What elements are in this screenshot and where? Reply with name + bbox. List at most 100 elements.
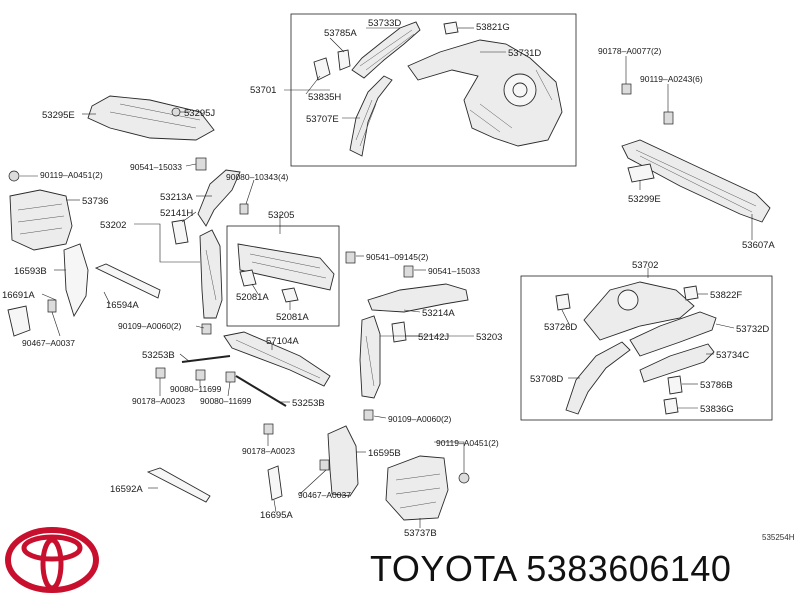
label-53733D: 53733D xyxy=(368,18,401,29)
part-52081A-a xyxy=(239,269,257,287)
label-90080-10343: 90080–10343(4) xyxy=(226,172,289,182)
label-16594A: 16594A xyxy=(106,300,139,311)
label-52142J: 52142J xyxy=(418,332,449,343)
label-53822F: 53822F xyxy=(710,290,742,301)
label-52141H: 52141H xyxy=(160,208,193,219)
part-53733D xyxy=(351,21,421,79)
part-57104A xyxy=(223,331,331,387)
bolt-90119-A0451-left xyxy=(8,170,20,182)
label-90178-A0023-right: 90178–A0023 xyxy=(242,446,295,456)
part-16592A xyxy=(146,467,211,503)
label-90109-A0060-right: 90109–A0060(2) xyxy=(388,414,452,424)
label-90119-A0451-right: 90119–A0451(2) xyxy=(436,438,499,448)
part-53707E xyxy=(349,75,393,157)
label-53253B-b: 53253B xyxy=(292,398,325,409)
part-16593B xyxy=(63,243,89,318)
part-16594A xyxy=(94,263,161,299)
part-53734C xyxy=(639,343,715,383)
label-53253B-a: 53253B xyxy=(142,350,175,361)
label-53702: 53702 xyxy=(632,260,658,271)
part-53786B xyxy=(667,375,683,395)
part-53821G xyxy=(443,21,459,35)
bolt-90178-A0023-right xyxy=(263,423,274,435)
label-53299E: 53299E xyxy=(628,194,661,205)
diagram-ref-code: 535254H xyxy=(762,533,795,542)
part-16595B xyxy=(327,425,359,497)
label-16592A: 16592A xyxy=(110,484,143,495)
label-53213A: 53213A xyxy=(160,192,193,203)
label-90080-11699-b: 90080–11699 xyxy=(200,396,252,406)
label-53835H: 53835H xyxy=(308,92,341,103)
label-53737B: 53737B xyxy=(404,528,437,539)
part-52141H xyxy=(171,219,189,245)
label-53785A: 53785A xyxy=(324,28,357,39)
group-box-53702 xyxy=(520,275,773,421)
brand-part-number: TOYOTA 5383606140 xyxy=(370,548,732,589)
label-90178-A0077: 90178–A0077(2) xyxy=(598,46,662,56)
group-box-53205 xyxy=(226,225,340,327)
part-16695A xyxy=(267,465,283,501)
part-53295E xyxy=(87,95,215,141)
label-57104A: 57104A xyxy=(266,336,299,347)
label-53734C: 53734C xyxy=(716,350,749,361)
bolt-90080-10343 xyxy=(239,203,249,215)
clip-90467-A0037-left xyxy=(47,299,57,313)
part-53203 xyxy=(359,315,381,399)
label-53736: 53736 xyxy=(82,196,108,207)
label-53295E: 53295E xyxy=(42,110,75,121)
label-53707E: 53707E xyxy=(306,114,339,125)
label-16595B: 16595B xyxy=(368,448,401,459)
label-90467-A0037-right: 90467–A0037 xyxy=(298,490,351,500)
bolt-90080-11699-a xyxy=(195,369,206,381)
label-90541-09145: 90541–09145(2) xyxy=(366,252,429,262)
part-53731D xyxy=(407,39,563,147)
part-53253B-a xyxy=(181,355,231,363)
label-90119-A0451-left: 90119–A0451(2) xyxy=(40,170,103,180)
part-53205 xyxy=(237,243,335,291)
label-53701: 53701 xyxy=(250,85,276,96)
label-53731D: 53731D xyxy=(508,48,541,59)
part-53822F xyxy=(683,285,699,301)
bolt-90178-A0077 xyxy=(621,83,632,95)
bolt-90541-09145 xyxy=(345,251,356,264)
label-53836G: 53836G xyxy=(700,404,734,415)
label-16695A: 16695A xyxy=(260,510,293,521)
label-53202: 53202 xyxy=(100,220,126,231)
leader-lines xyxy=(20,27,753,528)
part-53785A xyxy=(337,49,351,71)
label-90467-A0037-left: 90467–A0037 xyxy=(22,338,75,348)
bolt-90119-A0243 xyxy=(663,111,674,125)
toyota-logo-icon xyxy=(5,527,99,593)
label-90541-15033-right: 90541–15033 xyxy=(428,266,480,276)
label-53205: 53205 xyxy=(268,210,294,221)
part-53737B xyxy=(385,455,449,521)
label-53821G: 53821G xyxy=(476,22,510,33)
part-52081A-b xyxy=(281,287,299,303)
label-53726D: 53726D xyxy=(544,322,577,333)
part-52142J xyxy=(391,321,407,343)
label-52081A-b: 52081A xyxy=(276,312,309,323)
bolt-90178-A0023-left xyxy=(155,367,166,379)
label-53732D: 53732D xyxy=(736,324,769,335)
label-90119-A0243: 90119–A0243(6) xyxy=(640,74,703,84)
label-90080-11699-a: 90080–11699 xyxy=(170,384,222,394)
bolt-90541-15033-left xyxy=(195,157,207,171)
part-53736 xyxy=(9,189,73,251)
bolt-90541-15033-right xyxy=(403,265,414,278)
label-53607A: 53607A xyxy=(742,240,775,251)
clip-90467-A0037-right xyxy=(319,459,330,471)
part-53253B-b xyxy=(235,375,287,407)
label-90109-A0060-left: 90109–A0060(2) xyxy=(118,321,182,331)
part-labels: 53733D 53821G 53785A 53731D 53701 53835H… xyxy=(2,18,795,542)
label-53708D: 53708D xyxy=(530,374,563,385)
bolt-90080-11699-b xyxy=(225,371,236,383)
part-53836G xyxy=(663,397,679,415)
part-53726D xyxy=(555,293,571,311)
label-90541-15033-left: 90541–15033 xyxy=(130,162,182,172)
label-16691A: 16691A xyxy=(2,290,35,301)
label-16593B: 16593B xyxy=(14,266,47,277)
label-90178-A0023-left: 90178–A0023 xyxy=(132,396,185,406)
part-16691A xyxy=(7,305,31,337)
part-53214A xyxy=(367,283,469,313)
